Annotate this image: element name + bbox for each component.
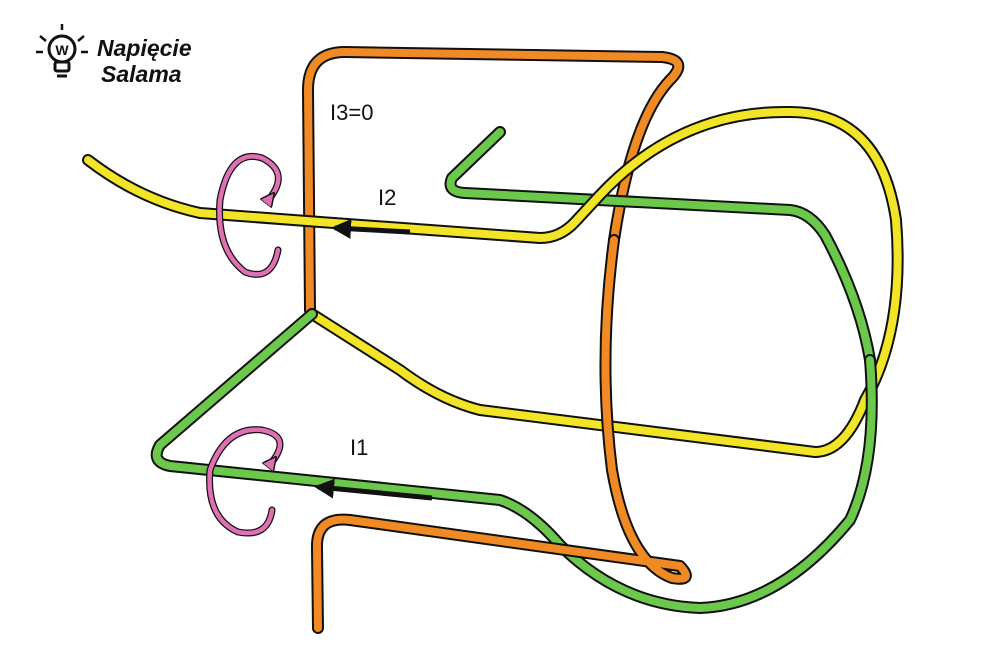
wire-i1-back (444, 126, 876, 366)
rotation-arrow-icon-upper (216, 153, 282, 278)
logo-line-2: Salama (101, 61, 182, 87)
rotation-arrow-icon-lower (206, 426, 284, 537)
label-i2: I2 (378, 185, 396, 210)
logo-line-1: Napięcie (97, 35, 192, 61)
wire-i2 (82, 105, 904, 458)
label-i1: I1 (350, 435, 368, 460)
current-arrow-i2 (331, 218, 411, 239)
bulb-letter: W (55, 42, 69, 58)
wire-i1-front (150, 308, 878, 614)
label-i3: I3=0 (330, 100, 373, 125)
wire-i3-back (302, 46, 685, 316)
logo: W Napięcie Salama (36, 24, 192, 87)
current-arrow-i1 (314, 478, 433, 501)
lightbulb-icon: W (36, 24, 88, 78)
wire-i3-front (311, 234, 692, 634)
